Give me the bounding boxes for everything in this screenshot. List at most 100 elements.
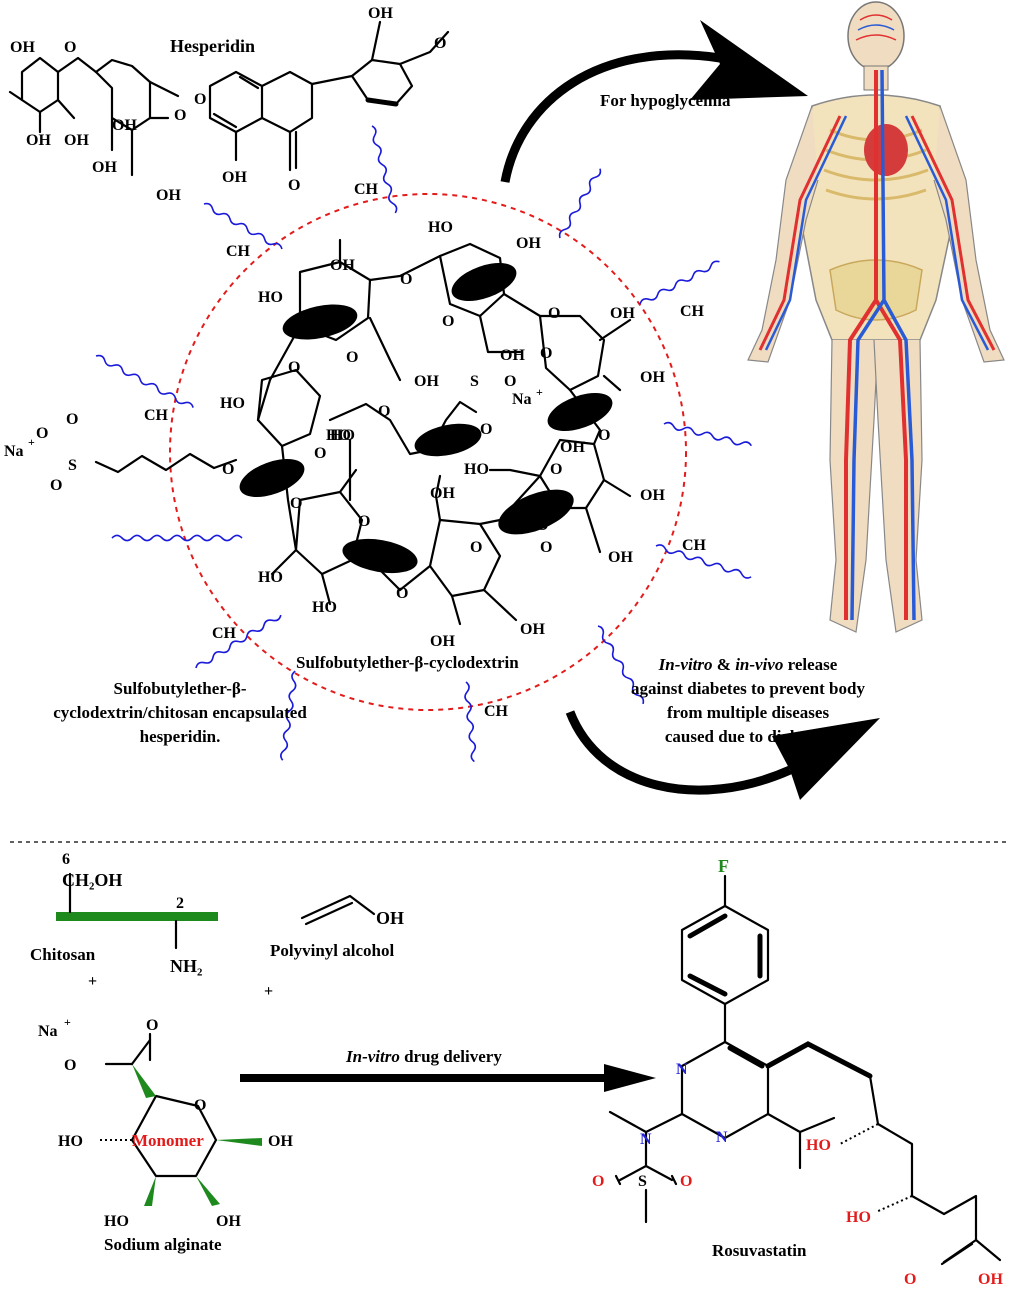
cd-oh-11: OH: [520, 621, 545, 638]
pva-oh: OH: [376, 908, 404, 928]
cd-oh-8: OH: [430, 485, 455, 502]
cd-o-2: O: [442, 313, 454, 330]
cd-na-plus: +: [536, 385, 543, 399]
cyclodextrin-structure: [94, 238, 632, 626]
release-line-3: from multiple diseases: [667, 703, 830, 722]
encapsulated-line-1: Sulfobutylether-β-: [114, 679, 247, 698]
ch-label-5: CH: [682, 537, 707, 554]
cd-o-6: O: [346, 349, 358, 366]
ch-label-2: CH: [226, 243, 251, 260]
cd-o-9: O: [598, 427, 610, 444]
left-o-bottom: O: [50, 477, 62, 494]
ch-label-3: CH: [680, 303, 705, 320]
cd-o-12: O: [550, 461, 562, 478]
cd-s: S: [470, 373, 479, 390]
cd-ho-4: HO: [330, 427, 355, 444]
cd-ho-5: HO: [464, 461, 489, 478]
cd-ho-8: HO: [326, 427, 351, 444]
rosu-ho-2: HO: [846, 1209, 871, 1226]
cd-o-10: O: [314, 445, 326, 462]
alg-o-ring: O: [194, 1097, 206, 1114]
cd-o-7: O: [480, 421, 492, 438]
chitosan-waves: [95, 125, 753, 763]
cd-o-15: O: [536, 517, 548, 534]
cd-oh-2: OH: [330, 257, 355, 274]
cd-oh-1: OH: [516, 235, 541, 252]
cd-o-16: O: [470, 539, 482, 556]
cd-oh-5: OH: [640, 369, 665, 386]
plus-1: +: [88, 973, 97, 990]
cyclodextrin-boundary: [169, 193, 687, 711]
hypoglycemia-label: For hypoglycemia: [600, 91, 731, 110]
cd-na-1: Na: [512, 391, 532, 408]
chitosan-nh2: NH₂: [170, 956, 202, 976]
cd-o-5: O: [288, 359, 300, 376]
rosu-oh: OH: [978, 1271, 1003, 1288]
release-amp: &: [713, 655, 736, 674]
plus-2: +: [264, 983, 273, 1000]
release-line-2: against diabetes to prevent body: [631, 679, 865, 698]
cd-oh-12: OH: [430, 633, 455, 650]
arrow-label: In-vitro drug delivery: [345, 1047, 502, 1066]
hesp-oh-6: OH: [156, 187, 181, 204]
hesp-oh-4: OH: [112, 117, 137, 134]
release-invitro: In-vitro: [658, 655, 713, 674]
hesp-oh-5: OH: [92, 159, 117, 176]
cd-ho-6: HO: [258, 569, 283, 586]
ch-label-7: CH: [484, 703, 509, 720]
arrow-label-invitro: In-vitro: [345, 1047, 400, 1066]
chitosan-ch2oh: CH₂OH: [62, 870, 122, 890]
cd-oh-6: OH: [414, 373, 439, 390]
release-invivo: in-vivo: [735, 655, 783, 674]
hesp-o-2: O: [174, 107, 186, 124]
encapsulated-line-2: cyclodextrin/chitosan encapsulated: [53, 703, 307, 722]
chitosan-structure: [56, 872, 218, 950]
hesp-o-4: O: [288, 177, 300, 194]
rosu-n-1: N: [676, 1061, 688, 1078]
encapsulated-line-3: hesperidin.: [140, 727, 221, 746]
left-na-plus: +: [28, 435, 35, 449]
alg-ho-2: HO: [104, 1213, 129, 1230]
cd-oh-10: OH: [608, 549, 633, 566]
pva-label: Polyvinyl alcohol: [270, 941, 394, 960]
alg-na-plus: +: [64, 1015, 71, 1029]
cd-oh-7: OH: [560, 439, 585, 456]
cd-oh-4: OH: [500, 347, 525, 364]
cd-o-1: O: [400, 271, 412, 288]
curved-arrow-icon-2: [565, 710, 880, 800]
cd-o-17: O: [540, 539, 552, 556]
rosu-o-2: O: [680, 1173, 692, 1190]
rosu-n-2: N: [716, 1129, 728, 1146]
ch-label-4: CH: [144, 407, 169, 424]
rosu-o-1: O: [592, 1173, 604, 1190]
cd-o-18: O: [396, 585, 408, 602]
cd-o-8: O: [378, 403, 390, 420]
cd-ho-1: HO: [428, 219, 453, 236]
left-o-minus: O: [36, 425, 48, 442]
chitosan-2: 2: [176, 895, 184, 912]
cd-o-11: O: [222, 461, 234, 478]
alginate-structure: [100, 1032, 262, 1206]
cavity-ellipses: [239, 262, 613, 574]
chitosan-label: Chitosan: [30, 945, 96, 964]
alg-na: Na: [38, 1023, 58, 1040]
release-word: release: [783, 655, 837, 674]
pva-structure: [300, 894, 376, 926]
rosu-f: F: [718, 856, 729, 876]
ch-label-6: CH: [212, 625, 237, 642]
cd-o-3: O: [548, 305, 560, 322]
cd-o-14: O: [358, 513, 370, 530]
ch-label-1: CH: [354, 181, 379, 198]
arrow-label-rest: drug delivery: [400, 1047, 502, 1066]
hesp-oh-1: OH: [10, 39, 35, 56]
sbe-label: Sulfobutylether-β-cyclodextrin: [296, 653, 519, 672]
hesp-oh-2: OH: [26, 132, 51, 149]
hesp-oh-8: OH: [368, 5, 393, 22]
rosu-n-3: N: [640, 1131, 652, 1148]
body-circulation-icon: [747, 1, 1005, 633]
left-s: S: [68, 457, 77, 474]
hesp-oh-3: OH: [64, 132, 89, 149]
hesp-o-1: O: [64, 39, 76, 56]
hesp-oh-7: OH: [222, 169, 247, 186]
